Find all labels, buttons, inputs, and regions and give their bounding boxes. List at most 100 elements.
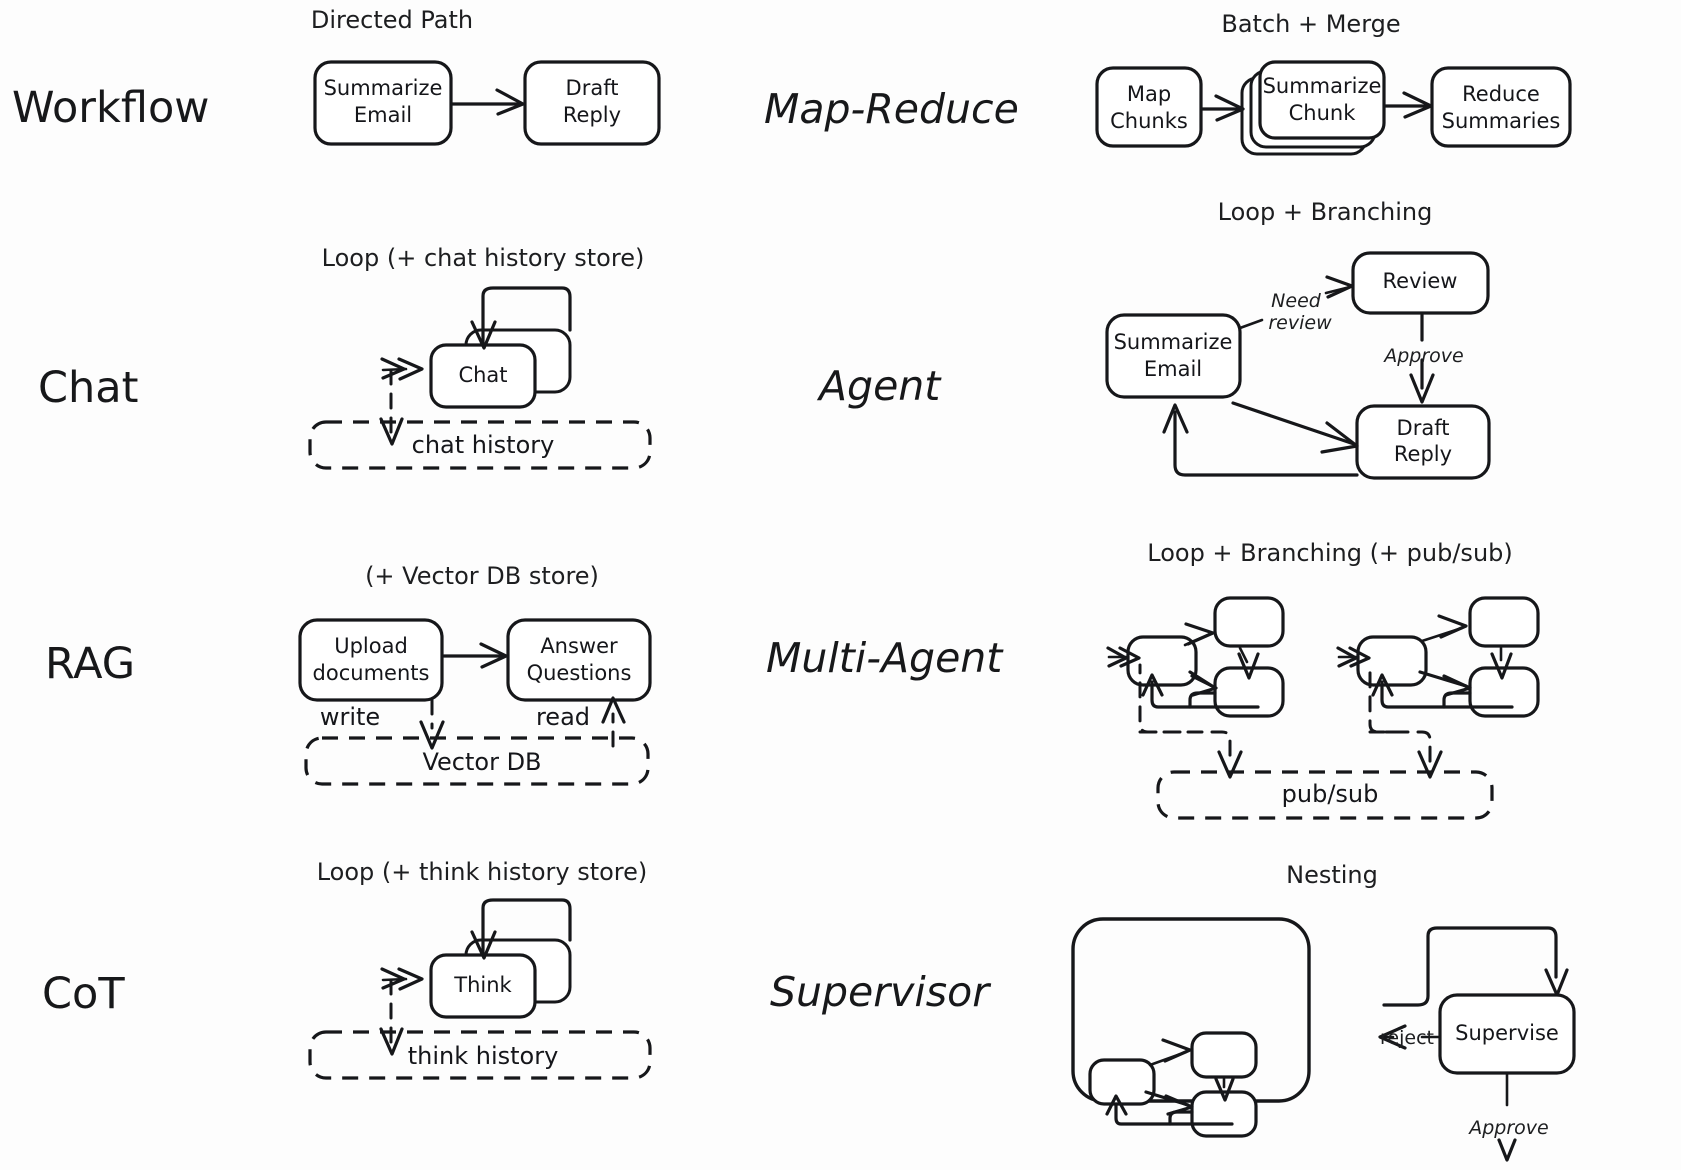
store-label: think history: [408, 1042, 559, 1070]
edge-s2-back-to-s3: [1105, 1094, 1234, 1126]
node-a3[interactable]: [1126, 635, 1198, 687]
edge-a1-to-a2: [1237, 646, 1260, 680]
node-label-line2: Summaries: [1442, 109, 1561, 133]
caption-batch-merge: Batch + Merge: [1221, 10, 1400, 38]
edge-label-line1: Need: [1271, 290, 1322, 312]
edge-label: reject: [1380, 1027, 1434, 1049]
node-label: Supervise: [1455, 1021, 1559, 1045]
node-label-line1: Summarize: [1114, 330, 1233, 354]
pattern-map-reduce: Map-Reduce Batch + Merge Map Chunks Summ…: [764, 10, 1572, 156]
row-label-chat: Chat: [38, 363, 139, 413]
node-label: Think: [453, 973, 512, 997]
node-label-line1: Draft: [1397, 416, 1450, 440]
edge-s1-to-s2: [1214, 1077, 1235, 1102]
edge-label: Approve: [1382, 345, 1464, 367]
pattern-agent: Agent Loop + Branching Summarize Email R…: [816, 198, 1491, 480]
edge-chat-history-write: [379, 357, 424, 446]
edge-summarize-to-draft-diagonal: [1231, 401, 1359, 454]
node-label-line2: Chunk: [1289, 101, 1357, 125]
node-s3[interactable]: [1088, 1058, 1156, 1106]
node-agent-draft-reply[interactable]: Draft Reply: [1355, 404, 1491, 480]
node-label-line1: Map: [1127, 82, 1171, 106]
node-reduce-summaries[interactable]: Reduce Summaries: [1430, 66, 1572, 148]
node-map-chunks[interactable]: Map Chunks: [1095, 66, 1203, 148]
store-think-history[interactable]: think history: [308, 1030, 652, 1080]
pattern-rag: RAG (+ Vector DB store) Upload documents…: [45, 562, 652, 786]
multi-agent-subgraph-a: [1106, 596, 1285, 779]
edge-a2-back-to-a3: [1141, 673, 1260, 709]
store-chat-history[interactable]: chat history: [308, 420, 652, 470]
edge-think-self-loop: [470, 898, 572, 960]
row-label-rag: RAG: [45, 639, 135, 689]
pattern-multi-agent: Multi-Agent Loop + Branching (+ pub/sub): [766, 539, 1540, 820]
store-pub-sub[interactable]: pub/sub: [1156, 770, 1494, 820]
node-draft-reply[interactable]: Draft Reply: [523, 60, 661, 146]
row-label-agent: Agent: [816, 362, 942, 410]
row-label-workflow: Workflow: [12, 83, 209, 133]
store-label: pub/sub: [1282, 780, 1379, 808]
caption-vector-db-store: (+ Vector DB store): [365, 562, 599, 590]
row-label-cot: CoT: [42, 969, 125, 1019]
node-summarize-chunk-stack[interactable]: Summarize Chunk: [1240, 60, 1386, 156]
edge-b-entry: [1336, 646, 1402, 734]
node-chat[interactable]: Chat: [429, 328, 572, 409]
multi-agent-subgraph-b: [1336, 596, 1540, 779]
edge-map-to-summarize: [1200, 94, 1245, 122]
pattern-supervisor: Supervisor Nesting: [770, 861, 1576, 1162]
row-label-multi-agent: Multi-Agent: [766, 634, 1004, 682]
node-label-line2: Email: [354, 103, 412, 127]
store-vector-db[interactable]: Vector DB: [304, 736, 650, 786]
caption-nesting: Nesting: [1286, 861, 1378, 889]
node-upload-documents[interactable]: Upload documents: [298, 618, 444, 702]
node-b1[interactable]: [1468, 596, 1540, 648]
node-label-line2: documents: [313, 661, 430, 685]
pattern-workflow: Workflow Directed Path Summarize Email D…: [12, 6, 661, 146]
edge-think-history-write: [379, 967, 424, 1056]
edge-label-line2: review: [1268, 312, 1332, 334]
pattern-cot: CoT Loop (+ think history store) Think t…: [42, 858, 652, 1080]
edge-a-to-pubsub: [1138, 730, 1243, 779]
edge-need-review: Need review: [1238, 275, 1354, 334]
edge-read-from-vector-db: read: [536, 696, 626, 748]
node-label-line1: Draft: [566, 76, 619, 100]
node-label-line2: Chunks: [1110, 109, 1188, 133]
edge-approve: Approve: [1382, 313, 1464, 404]
node-a1[interactable]: [1213, 596, 1285, 648]
node-label: Chat: [458, 363, 507, 387]
node-label-line1: Summarize: [324, 76, 443, 100]
caption-agent-loop: Loop + Branching: [1218, 198, 1433, 226]
node-label-line2: Email: [1144, 357, 1202, 381]
edge-draft-back-to-summarize: [1162, 403, 1359, 477]
node-label-line2: Reply: [1394, 442, 1452, 466]
node-label-line1: Upload: [334, 634, 408, 658]
node-supervise[interactable]: Supervise: [1438, 993, 1576, 1075]
node-think[interactable]: Think: [429, 938, 572, 1019]
edge-write-to-vector-db: write: [320, 698, 445, 750]
caption-chat-loop: Loop (+ chat history store): [322, 244, 645, 272]
node-b3[interactable]: [1356, 635, 1428, 687]
node-s1[interactable]: [1190, 1031, 1258, 1079]
supervisor-nested-group[interactable]: [1071, 917, 1311, 1138]
edge-b2-back-to-b3: [1371, 673, 1514, 709]
edge-b3-to-b1: [1420, 614, 1468, 643]
store-label: chat history: [412, 431, 555, 459]
node-label-line2: Reply: [563, 103, 621, 127]
node-label-line1: Reduce: [1462, 82, 1540, 106]
store-label: Vector DB: [422, 748, 541, 776]
node-agent-review[interactable]: Review: [1351, 251, 1490, 315]
edge-reject: reject: [1378, 1024, 1441, 1050]
edge-label-read: read: [536, 703, 590, 731]
node-summarize-email[interactable]: Summarize Email: [313, 60, 453, 146]
node-label-line1: Answer: [540, 634, 618, 658]
node-answer-questions[interactable]: Answer Questions: [506, 618, 652, 702]
edge-a3-to-a1: [1183, 622, 1215, 647]
edge-summarize-to-reduce: [1383, 91, 1433, 119]
edge-upload-to-answer: [442, 642, 508, 669]
edge-label-write: write: [320, 703, 380, 731]
edge-b1-to-b2: [1490, 646, 1513, 680]
node-label-line2: Questions: [527, 661, 632, 685]
caption-directed-path: Directed Path: [311, 6, 473, 34]
edge-b-to-pubsub: [1368, 730, 1443, 779]
node-agent-summarize-email[interactable]: Summarize Email: [1105, 313, 1242, 399]
